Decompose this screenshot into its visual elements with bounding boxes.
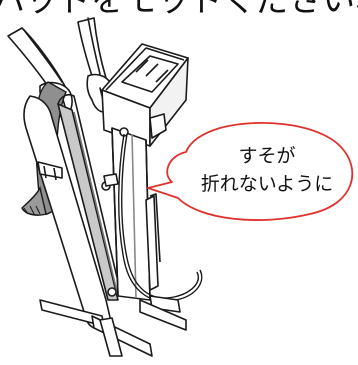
- upright-console: [101, 43, 189, 301]
- deck-frame: [23, 93, 121, 330]
- callout-line-2: 折れないように: [200, 173, 334, 195]
- cropped-heading-text: ハッドをモッドくださいね: [0, 0, 358, 20]
- callout-line-1: すそが: [238, 145, 296, 167]
- base-feet: [39, 193, 187, 357]
- power-cable: [118, 133, 203, 302]
- callout-text: すそが 折れないように: [178, 142, 356, 198]
- callout-bubble: [147, 121, 354, 221]
